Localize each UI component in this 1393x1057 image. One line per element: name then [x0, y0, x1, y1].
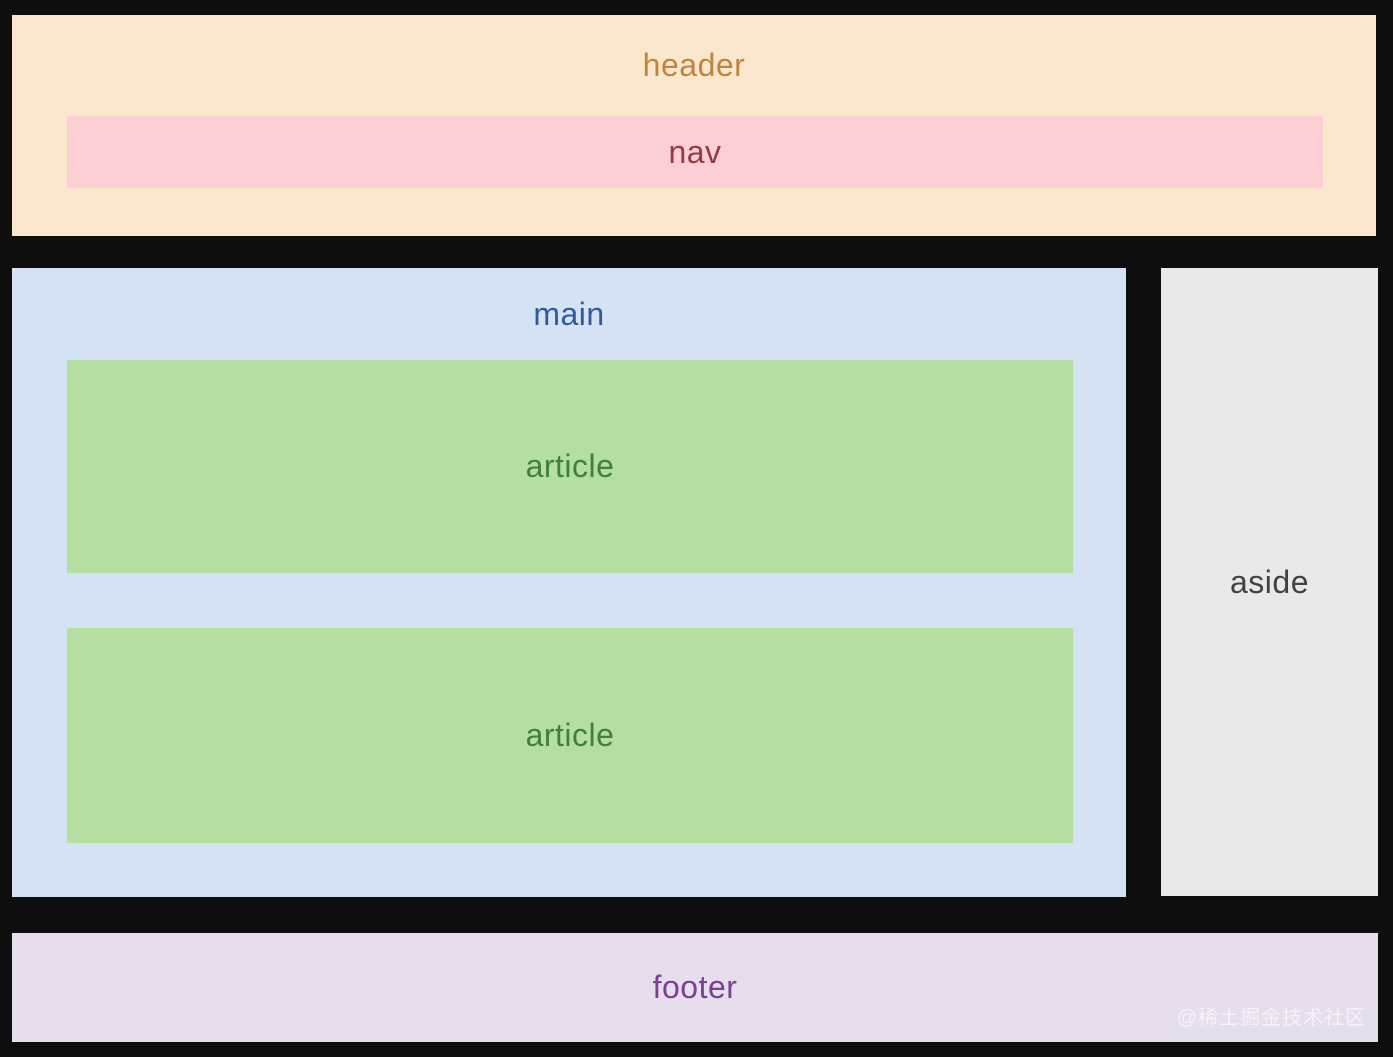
article-block: article: [67, 628, 1073, 843]
header-label: header: [642, 47, 746, 83]
main-block: main article article: [12, 268, 1126, 897]
nav-block: nav: [67, 116, 1323, 188]
article-label: article: [525, 717, 615, 753]
nav-label: nav: [668, 133, 722, 170]
main-label: main: [533, 295, 605, 332]
juejin-watermark: @稀土掘金技术社区: [1176, 1007, 1366, 1029]
footer-block: footer @稀土掘金技术社区: [12, 933, 1378, 1042]
article-label: article: [525, 448, 615, 484]
article-block: article: [67, 360, 1073, 573]
aside-block: aside: [1161, 268, 1378, 896]
aside-label: aside: [1230, 563, 1309, 600]
header-block: header nav: [12, 15, 1376, 236]
footer-label: footer: [652, 969, 738, 1005]
